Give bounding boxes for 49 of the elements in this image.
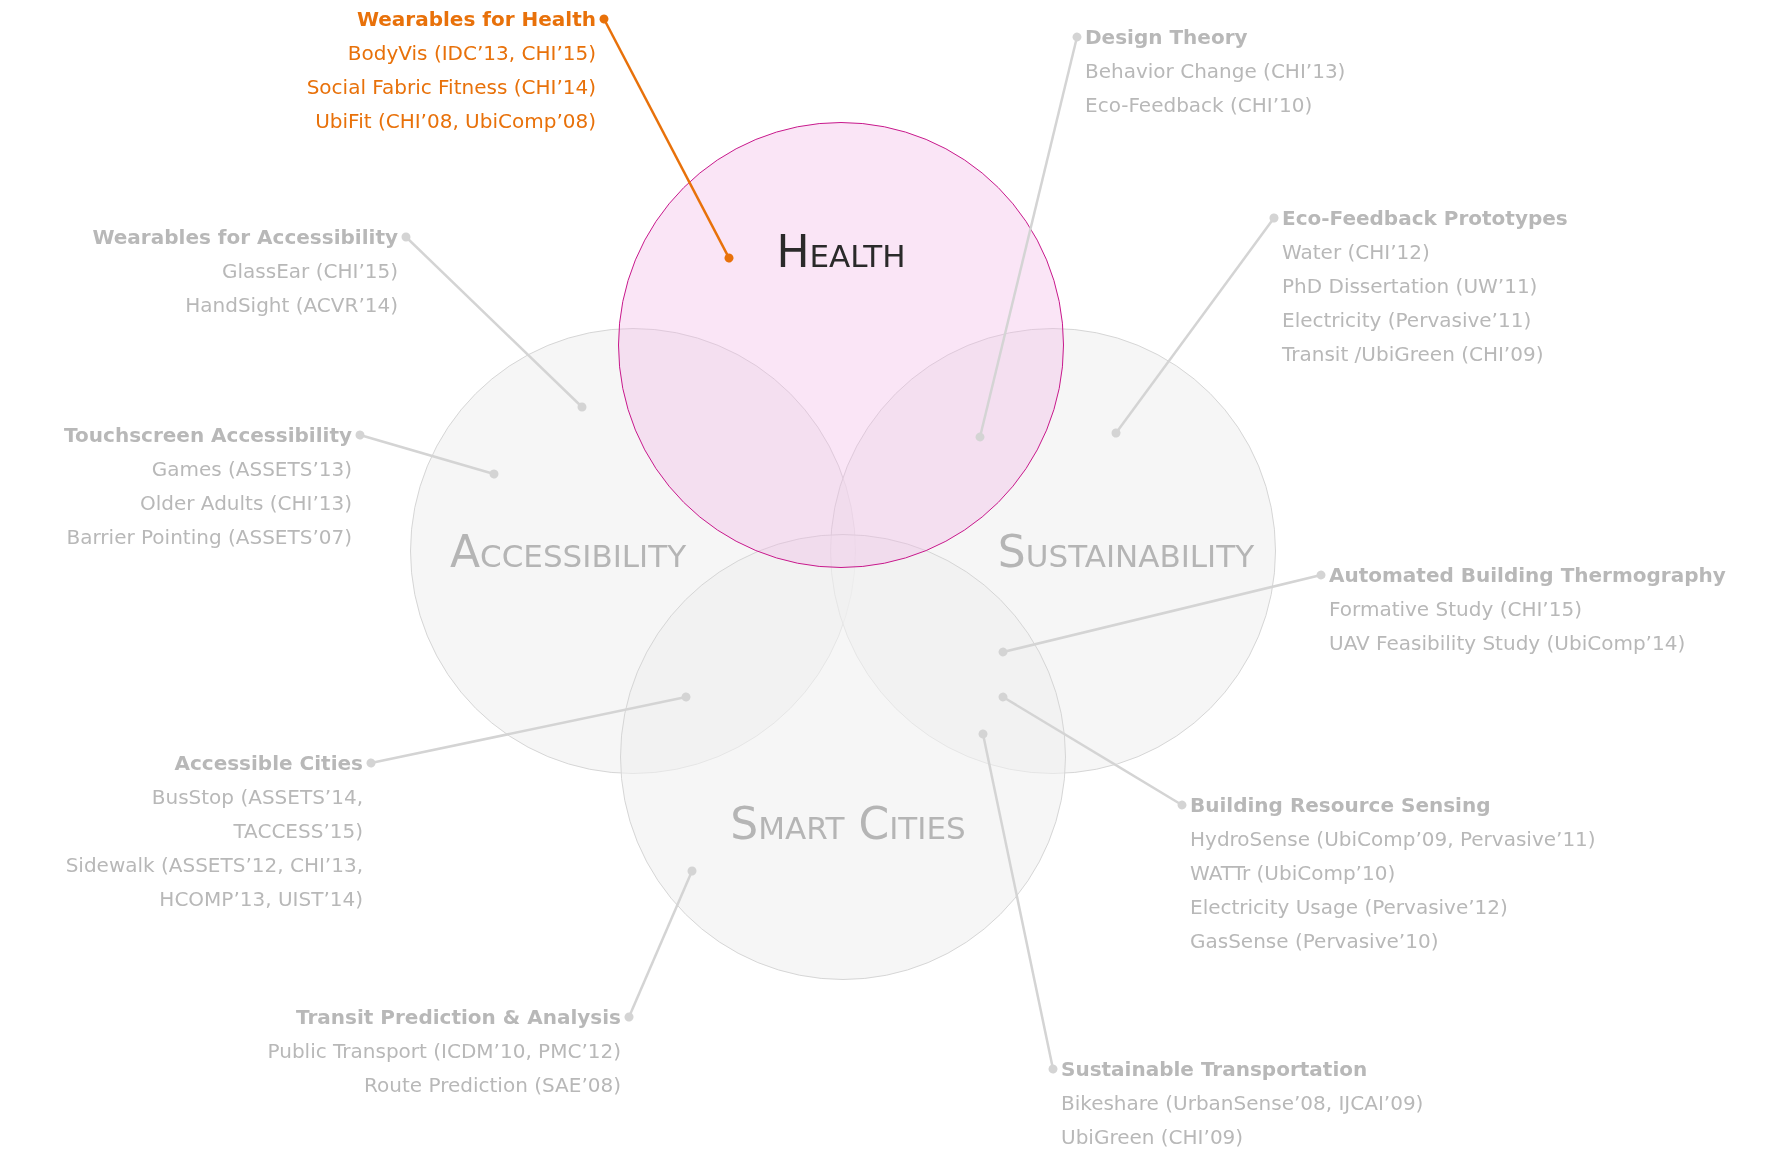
publication-entry: Bikeshare (UrbanSense’08, IJCAI’09) (1061, 1090, 1424, 1117)
publication-entry: Behavior Change (CHI’13) (1085, 58, 1346, 85)
publication-entry: UAV Feasibility Study (UbiComp’14) (1329, 630, 1687, 657)
callout-heading: Wearables for Health (355, 6, 596, 33)
callout-heading: Eco-Feedback Prototypes (1282, 205, 1568, 232)
publication-entry: Electricity Usage (Pervasive’12) (1190, 894, 1509, 921)
publication-entry: Public Transport (ICDM’10, PMC’12) (267, 1038, 621, 1065)
publication-entry: Water (CHI’12) (1282, 239, 1431, 266)
publication-entry: Formative Study (CHI’15) (1329, 596, 1583, 623)
publication-entry: HydroSense (UbiComp’09, Pervasive’11) (1190, 826, 1596, 853)
callout-heading: Building Resource Sensing (1190, 792, 1492, 819)
publication-entry: PhD Dissertation (UW’11) (1282, 273, 1539, 300)
publication-entry: Older Adults (CHI’13) (138, 490, 352, 517)
circle-label: Health (775, 226, 907, 277)
callout-heading: Wearables for Accessibility (92, 224, 398, 251)
leader-line (978, 729, 1058, 1074)
publication-entry: Electricity (Pervasive’11) (1282, 307, 1533, 334)
publication-entry: BodyVis (IDC’13, CHI’15) (346, 40, 596, 67)
callout-heading: Design Theory (1085, 24, 1249, 51)
publication-entry: UbiGreen (CHI’09) (1061, 1124, 1245, 1151)
publication-entry: WATTr (UbiComp’10) (1190, 860, 1397, 887)
leader-line (1111, 213, 1279, 438)
leader-line (998, 692, 1187, 810)
publication-entry: Transit /UbiGreen (CHI’09) (1282, 341, 1545, 368)
leader-line (599, 14, 734, 263)
callout-heading: Transit Prediction & Analysis (295, 1004, 621, 1031)
callout-heading: Sustainable Transportation (1061, 1056, 1369, 1083)
leader-line (366, 692, 691, 768)
leader-line (401, 232, 587, 412)
circle-label: Smart Cities (729, 798, 967, 849)
publication-entry: Sidewalk (ASSETS’12, CHI’13, HCOMP’13, UIST’14) (64, 852, 363, 913)
publication-entry: GasSense (Pervasive’10) (1190, 928, 1440, 955)
publication-entry: UbiFit (CHI’08, UbiComp’08) (314, 108, 596, 135)
publication-entry: GlassEar (CHI’15) (221, 258, 398, 285)
callout-heading: Automated Building Thermography (1329, 562, 1726, 589)
leader-line (624, 866, 697, 1022)
publication-entry: HandSight (ACVR’14) (184, 292, 398, 319)
circle-label: Accessibility (448, 526, 688, 577)
callout-heading: Accessible Cities (173, 750, 363, 777)
leader-line (355, 430, 499, 479)
leader-line (998, 570, 1326, 657)
publication-entry: Eco-Feedback (CHI’10) (1085, 92, 1314, 119)
publication-entry: BusStop (ASSETS’14, TACCESS’15) (150, 784, 363, 845)
publication-entry: Barrier Pointing (ASSETS’07) (65, 524, 352, 551)
publication-entry: Games (ASSETS’13) (150, 456, 352, 483)
publication-entry: Route Prediction (SAE’08) (363, 1072, 621, 1099)
callout-heading: Touchscreen Accessibility (64, 422, 352, 449)
leader-line (975, 32, 1082, 442)
publication-entry: Social Fabric Fitness (CHI’14) (306, 74, 596, 101)
